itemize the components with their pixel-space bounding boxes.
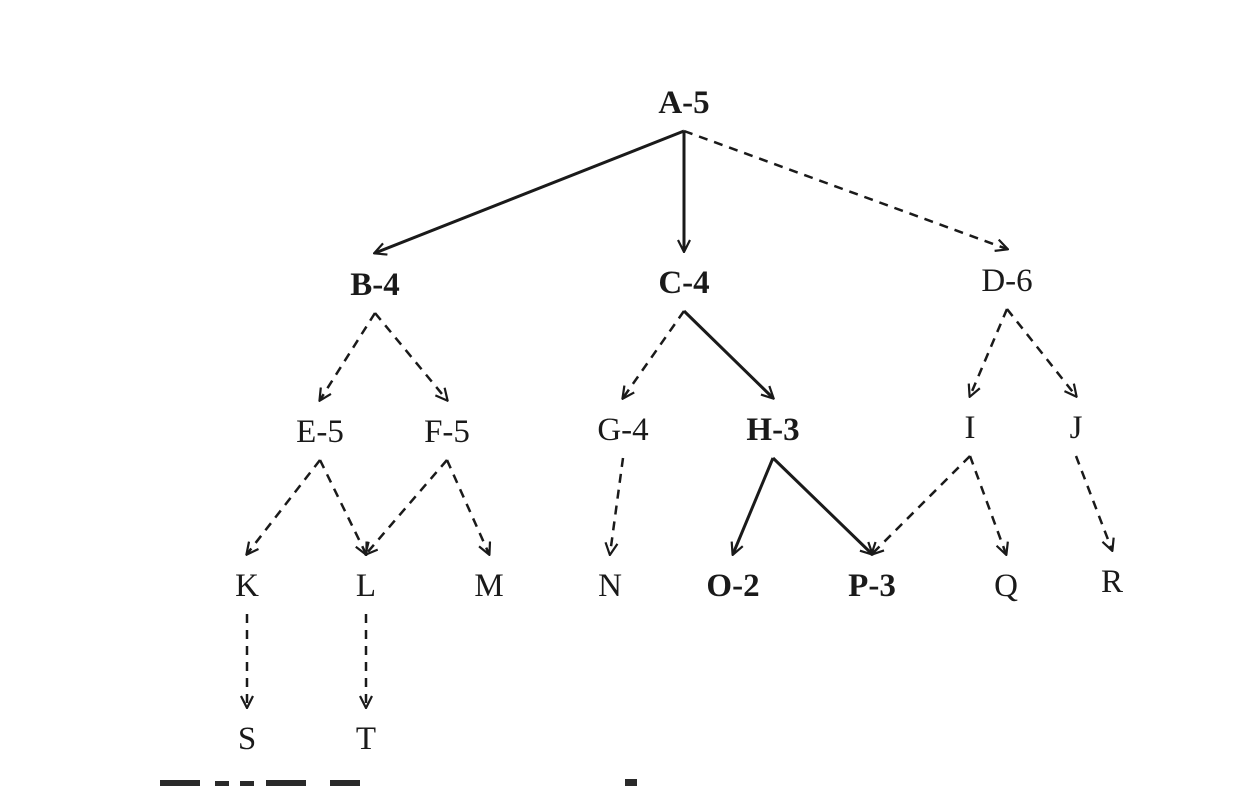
edge-i-q	[968, 455, 1006, 554]
edge-c-g	[623, 310, 686, 398]
node-s: S	[238, 721, 256, 757]
node-m: M	[474, 568, 503, 604]
edge-a-d	[683, 129, 1007, 249]
edge-e-l	[318, 459, 366, 554]
edge-f-m	[445, 459, 489, 554]
edge-g-n	[610, 457, 625, 554]
edge-i-p	[872, 455, 971, 554]
node-e: E-5	[296, 414, 344, 450]
edge-b-f	[374, 312, 447, 400]
edge-f-l	[366, 459, 448, 554]
cropped-caption-fragment	[160, 779, 637, 786]
node-t: T	[356, 721, 376, 757]
edge-h-p	[771, 456, 872, 554]
node-j: J	[1070, 410, 1083, 446]
node-h: H-3	[746, 412, 799, 448]
edge-j-r	[1074, 455, 1112, 550]
node-i: I	[965, 410, 976, 446]
edge-d-i	[970, 308, 1009, 396]
node-n: N	[598, 568, 622, 604]
node-q: Q	[994, 568, 1018, 604]
edge-c-h	[682, 309, 773, 398]
edge-b-e	[320, 312, 377, 400]
node-b: B-4	[350, 267, 400, 303]
node-d: D-6	[981, 263, 1032, 299]
edge-e-k	[247, 459, 321, 554]
node-c: C-4	[658, 265, 709, 301]
edge-h-o	[733, 457, 775, 554]
node-g: G-4	[597, 412, 648, 448]
nodes-group: A-5B-4 C-4 D-6E-5 F-5 G-4 H-3 I J K L M N O-2 P-3 Q R S T	[235, 85, 1123, 757]
node-a: A-5	[658, 85, 709, 121]
node-r: R	[1101, 564, 1123, 600]
edge-d-j	[1006, 308, 1076, 396]
edges-group	[247, 129, 1112, 707]
node-o: O-2	[706, 568, 759, 604]
node-p: P-3	[848, 568, 896, 604]
node-f: F-5	[424, 414, 470, 450]
node-k: K	[235, 568, 259, 604]
node-l: L	[356, 568, 376, 604]
edge-a-b	[375, 129, 685, 253]
